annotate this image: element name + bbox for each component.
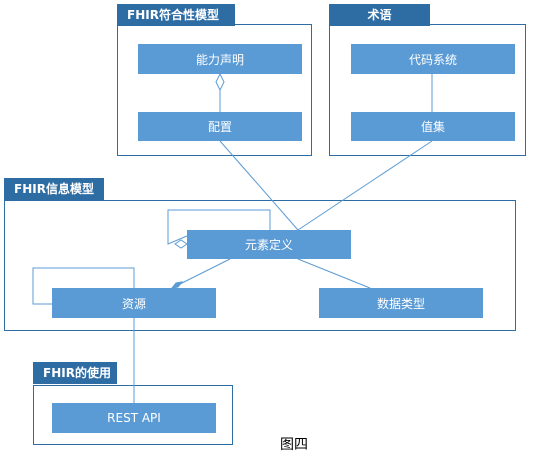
element-definition-box: 元素定义 — [187, 230, 351, 259]
information-model-title: FHIR信息模型 — [4, 178, 104, 200]
resource-box: 资源 — [52, 288, 216, 318]
conformance-model-title: FHIR符合性模型 — [117, 4, 235, 26]
datatype-box: 数据类型 — [319, 288, 483, 318]
aggregation-diamond-icon — [215, 72, 225, 92]
profile-box: 配置 — [138, 112, 302, 141]
valueset-box: 值集 — [351, 112, 515, 141]
resource-self-loop — [32, 267, 135, 305]
rest-api-box: REST API — [52, 403, 216, 433]
codesystem-box: 代码系统 — [351, 44, 515, 74]
capability-statement-box: 能力声明 — [138, 44, 302, 74]
figure-caption: 图四 — [280, 437, 308, 453]
element-datatype-link — [297, 258, 371, 289]
terminology-title: 术语 — [329, 4, 430, 26]
profile-element-link — [219, 140, 299, 231]
composition-diamond-icon — [170, 281, 184, 289]
usage-title: FHIR的使用 — [33, 362, 117, 384]
aggregation-diamond-icon — [174, 239, 188, 249]
valueset-element-link — [297, 140, 433, 231]
element-self-loop — [167, 209, 271, 245]
